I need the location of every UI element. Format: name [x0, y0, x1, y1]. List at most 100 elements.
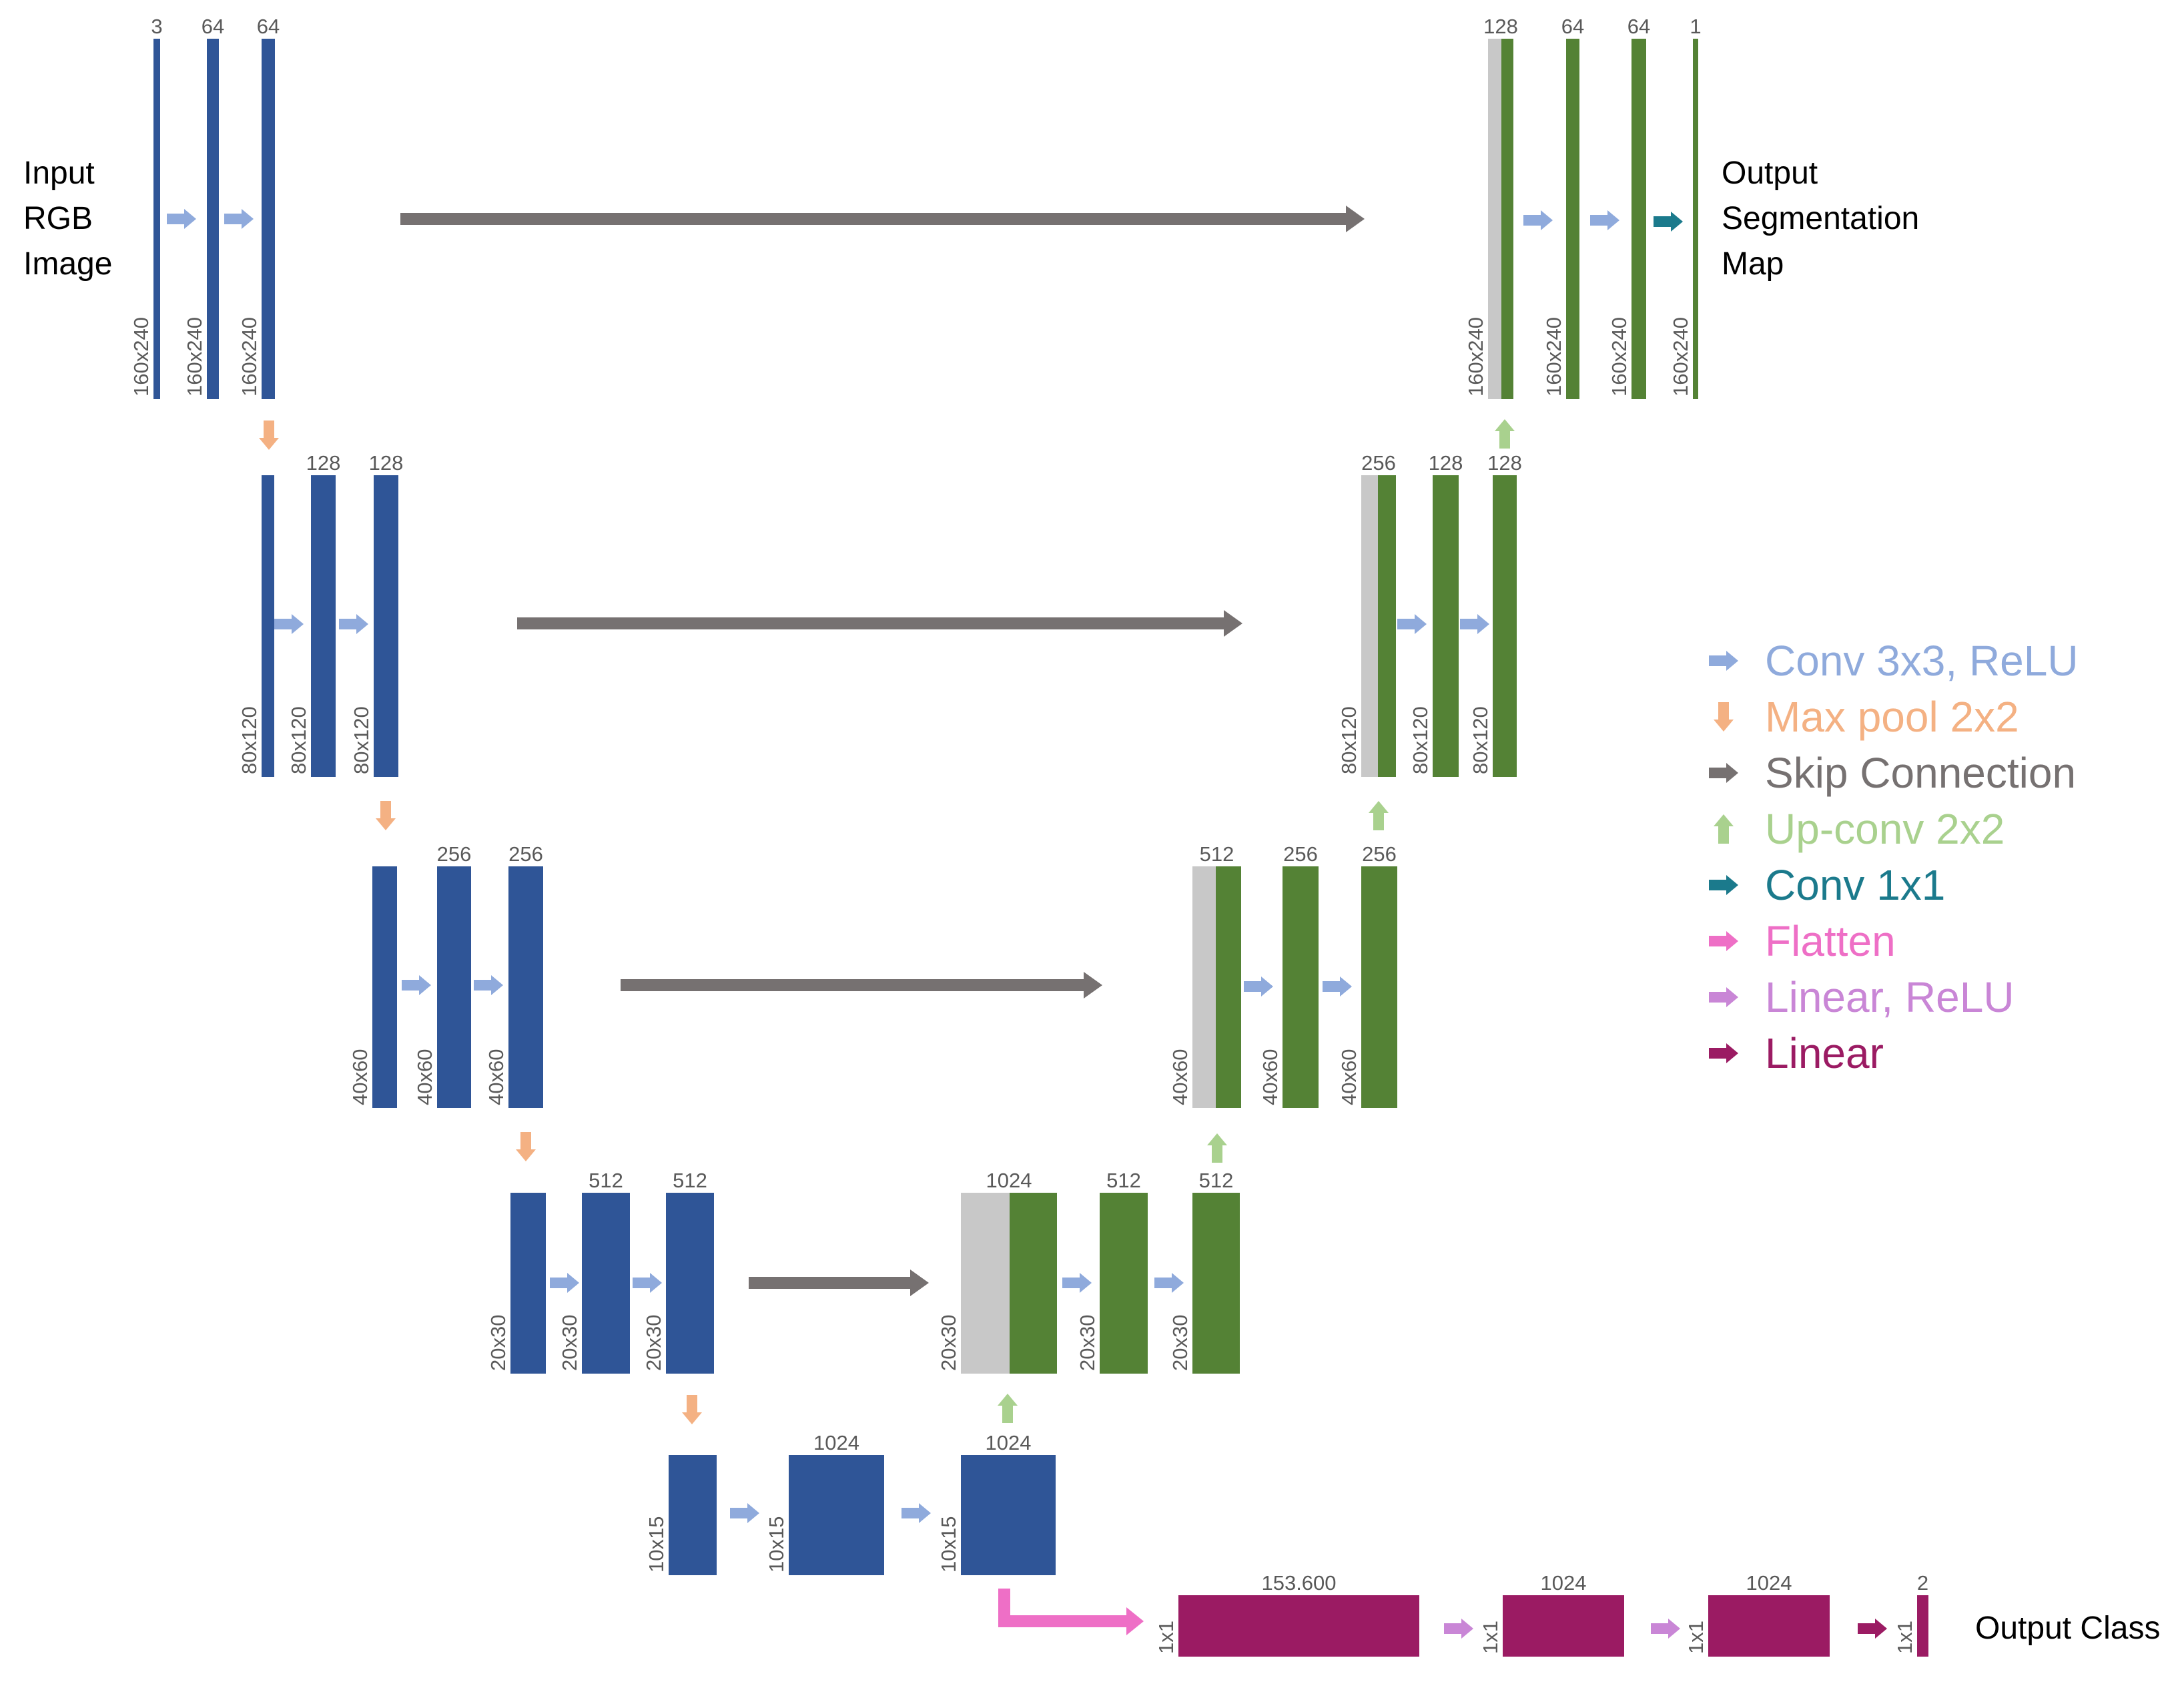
size-label: 160x240	[129, 317, 153, 396]
channel-label: 512	[1200, 842, 1234, 866]
copied-feature-map	[961, 1193, 1010, 1374]
size-label: 1x1	[1684, 1621, 1708, 1654]
channel-label: 1	[1690, 15, 1701, 38]
conv3x3-arrow	[1244, 976, 1273, 997]
dense-layer	[1708, 1595, 1830, 1657]
conv3x3-arrow	[1323, 976, 1352, 997]
feature-map-block	[153, 39, 160, 399]
labels-layer: 3160x24064160x24064160x24080x12012880x12…	[129, 15, 1928, 1654]
feature-map-block	[1693, 39, 1698, 399]
feature-map-block	[789, 1455, 884, 1575]
size-label: 20x30	[1168, 1315, 1192, 1371]
linear-relu-arrow	[1651, 1619, 1680, 1639]
upconv-arrow	[1369, 801, 1389, 830]
feature-map-block	[207, 39, 219, 399]
size-label: 80x120	[350, 706, 373, 774]
channel-label: 128	[306, 451, 341, 475]
channel-label: 512	[1106, 1169, 1141, 1192]
feature-map-block	[1283, 866, 1319, 1108]
size-label: 160x240	[1464, 317, 1487, 396]
copied-feature-map	[1361, 475, 1378, 777]
conv3x3-arrow	[1397, 614, 1427, 634]
conv3x3-arrow	[224, 209, 254, 229]
conv3x3-arrow	[901, 1503, 931, 1523]
feature-map-block	[262, 39, 275, 399]
feature-map-block	[1631, 39, 1646, 399]
conv3x3-arrow	[339, 614, 368, 634]
legend-conv1x1-icon	[1709, 875, 1738, 895]
feature-map-block	[510, 1193, 546, 1374]
size-label: 160x240	[183, 317, 206, 396]
channel-label: 256	[437, 842, 472, 866]
channel-label: 512	[1199, 1169, 1234, 1192]
size-label: 40x60	[413, 1049, 436, 1105]
legend-flatten-icon	[1709, 931, 1738, 951]
legend-linear_relu-icon	[1709, 987, 1738, 1007]
output-class-label: Output Class	[1975, 1611, 2160, 1646]
channel-label: 64	[1627, 15, 1650, 38]
maxpool-arrow	[259, 420, 279, 450]
channel-label: 512	[589, 1169, 623, 1192]
skip-connection-arrow	[517, 610, 1242, 637]
size-label: 20x30	[1076, 1315, 1099, 1371]
legend-upconv-icon	[1714, 814, 1734, 844]
channel-label: 256	[1361, 451, 1396, 475]
feature-map-block	[508, 866, 543, 1108]
flatten-arrow	[998, 1589, 1144, 1635]
conv3x3-arrow	[274, 614, 304, 634]
feature-map-block	[1192, 1193, 1240, 1374]
feature-map-block	[669, 1455, 717, 1575]
upconv-arrow	[998, 1394, 1018, 1423]
channel-label: 1024	[986, 1169, 1032, 1192]
channel-label: 1024	[986, 1431, 1032, 1454]
channel-label: 128	[1429, 451, 1463, 475]
size-label: 40x60	[1258, 1049, 1282, 1105]
channel-label: 128	[1487, 451, 1522, 475]
size-label: 80x120	[1469, 706, 1492, 774]
feature-map-block	[1010, 1193, 1057, 1374]
dense-layer	[1503, 1595, 1624, 1657]
channel-label: 1024	[813, 1431, 859, 1454]
skip-connection-arrow	[749, 1270, 929, 1296]
size-label: 20x30	[642, 1315, 665, 1371]
channel-label: 128	[369, 451, 404, 475]
feature-map-block	[372, 866, 397, 1108]
size-label: 40x60	[484, 1049, 508, 1105]
conv3x3-arrow	[1460, 614, 1489, 634]
feature-map-block	[262, 475, 274, 777]
size-label: 20x30	[486, 1315, 510, 1371]
output-label-line-1: Output	[1722, 156, 1818, 191]
conv3x3-arrow	[1062, 1273, 1092, 1293]
feature-map-block	[1433, 475, 1459, 777]
maxpool-arrow	[376, 801, 396, 830]
legend-label-linear: Linear	[1765, 1029, 1884, 1077]
arrows-layer	[167, 206, 1887, 1639]
upconv-arrow	[1495, 419, 1515, 449]
size-label: 160x240	[1542, 317, 1565, 396]
input-label: Input RGB Image	[23, 156, 112, 282]
size-label: 80x120	[1409, 706, 1432, 774]
copied-feature-map	[1192, 866, 1216, 1108]
conv3x3-arrow	[633, 1273, 662, 1293]
channel-label: 153.600	[1261, 1571, 1336, 1595]
output-label-line-3: Map	[1722, 246, 1784, 282]
dense-layer	[1917, 1595, 1928, 1657]
size-label: 160x240	[1607, 317, 1631, 396]
skip-connection-arrow	[621, 972, 1102, 999]
skip-connection-arrow	[400, 206, 1365, 232]
conv1x1-arrow	[1654, 212, 1683, 232]
input-label-line-3: Image	[23, 246, 112, 282]
conv3x3-arrow	[1154, 1273, 1184, 1293]
feature-map-block	[582, 1193, 630, 1374]
channel-label: 256	[1283, 842, 1318, 866]
size-label: 10x15	[937, 1516, 960, 1573]
size-label: 10x15	[765, 1516, 788, 1573]
legend-label-skip: Skip Connection	[1765, 749, 2076, 797]
conv3x3-arrow	[1590, 210, 1619, 230]
legend-label-flatten: Flatten	[1765, 917, 1896, 965]
channel-label: 64	[257, 15, 280, 38]
size-label: 40x60	[1337, 1049, 1361, 1105]
conv3x3-arrow	[402, 975, 431, 995]
conv3x3-arrow	[167, 209, 196, 229]
blocks-layer	[153, 39, 1928, 1657]
